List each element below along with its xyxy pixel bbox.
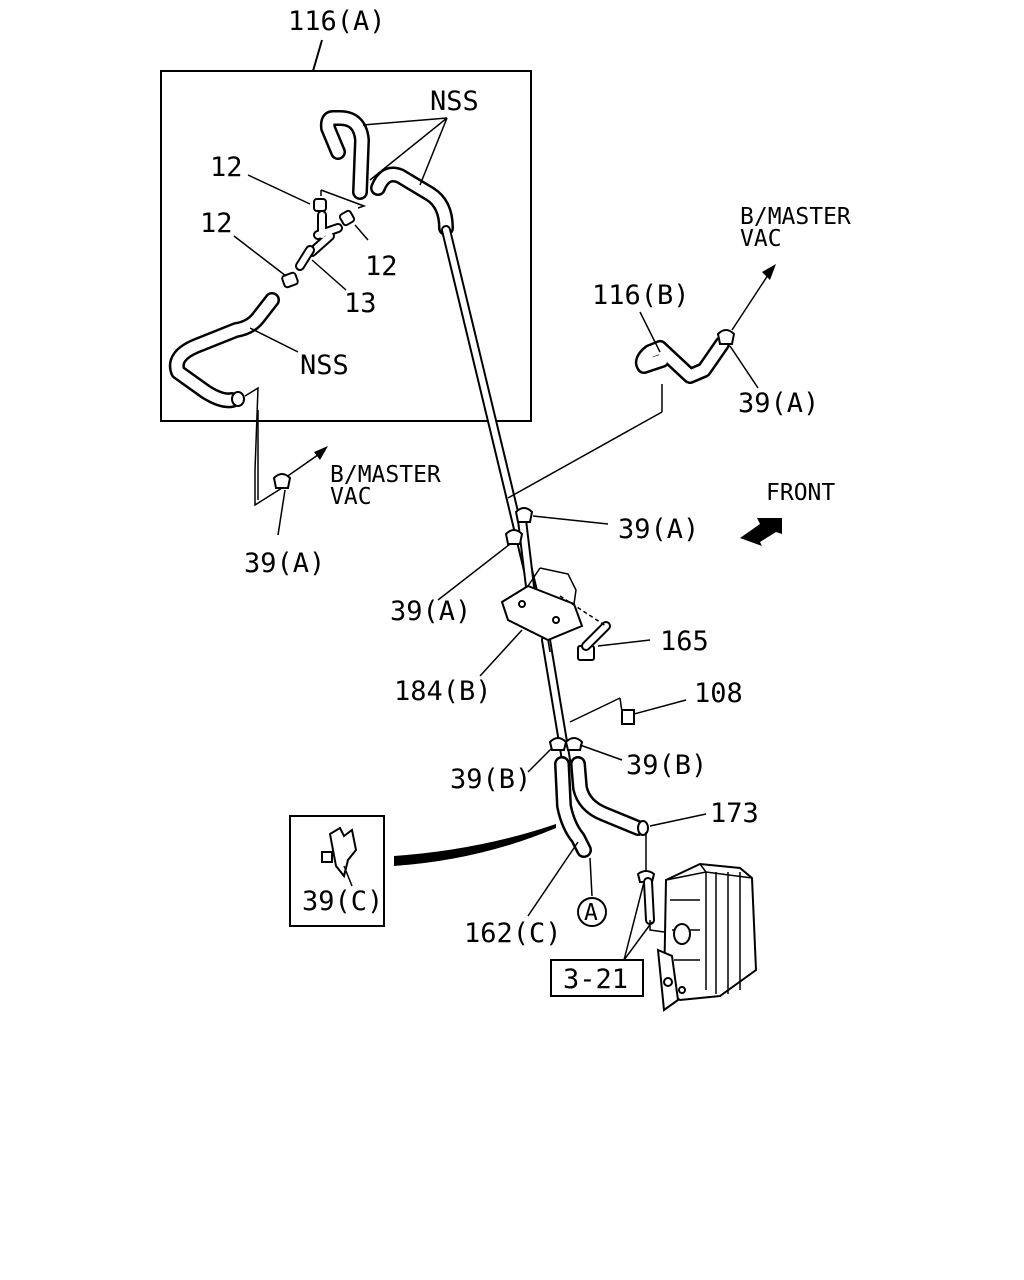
- label-39a-right: 39(A): [738, 388, 819, 419]
- label-bmaster-left-1: B/MASTER: [330, 462, 441, 488]
- label-nss-top: NSS: [430, 86, 479, 117]
- canister: [636, 832, 758, 1012]
- label-front: FRONT: [766, 480, 835, 506]
- label-39a-mid2: 39(A): [390, 596, 471, 627]
- arrow-left-vac: [314, 446, 328, 460]
- left-vac-line: [244, 386, 283, 507]
- hose-173: [570, 756, 649, 836]
- cap-12-top: [313, 198, 327, 212]
- hose-116b: [634, 336, 730, 384]
- label-165: 165: [660, 626, 709, 657]
- nss-top-hose: [319, 110, 454, 236]
- label-12-a: 12: [210, 152, 243, 183]
- label-162c: 162(C): [464, 918, 562, 949]
- ref-box-3-21: [550, 959, 644, 997]
- clip-108: [621, 709, 635, 725]
- label-12-c: 12: [200, 208, 233, 239]
- detail-box-39c: 39(C): [289, 815, 385, 927]
- bracket-184b: [500, 567, 584, 653]
- label-ref-box: 3-21: [563, 964, 628, 995]
- circle-a-marker: [577, 897, 607, 927]
- nss-mid-hose: [168, 292, 280, 409]
- detail-callout-arrow: [394, 824, 556, 866]
- clip-39b-left: [548, 737, 568, 751]
- detail-box-label: 116(A): [288, 6, 386, 37]
- label-12-b: 12: [365, 251, 398, 282]
- clip-39a-mid2: [504, 529, 524, 545]
- label-184b: 184(B): [394, 676, 492, 707]
- detail-box-116a: 116(A): [160, 6, 532, 422]
- label-circle-a: A: [584, 900, 598, 926]
- cap-12-right: [338, 209, 356, 227]
- clip-39a-left: [272, 473, 292, 489]
- label-13: 13: [344, 288, 377, 319]
- label-39a-left: 39(A): [244, 548, 325, 579]
- label-108: 108: [694, 678, 743, 709]
- bolt-165: [559, 595, 611, 661]
- label-39b-left: 39(B): [450, 764, 531, 795]
- label-116b: 116(B): [592, 280, 690, 311]
- clip-39a-mid1: [514, 507, 534, 523]
- label-bmaster-right-2: VAC: [740, 226, 782, 252]
- label-39b-right: 39(B): [626, 750, 707, 781]
- t-fitting-parts: [281, 189, 367, 289]
- arrow-right-vac: [762, 264, 776, 280]
- label-39a-mid1: 39(A): [618, 514, 699, 545]
- label-39c: 39(C): [302, 886, 383, 917]
- cap-12-left: [281, 271, 299, 289]
- clip-39a-right: [716, 329, 736, 345]
- clip-39b-right: [564, 737, 584, 751]
- hose-162c: [554, 756, 592, 858]
- front-arrow-icon: [740, 518, 782, 546]
- label-nss-mid: NSS: [300, 350, 349, 381]
- label-173: 173: [710, 798, 759, 829]
- label-bmaster-left-2: VAC: [330, 484, 372, 510]
- label-bmaster-right-1: B/MASTER: [740, 204, 851, 230]
